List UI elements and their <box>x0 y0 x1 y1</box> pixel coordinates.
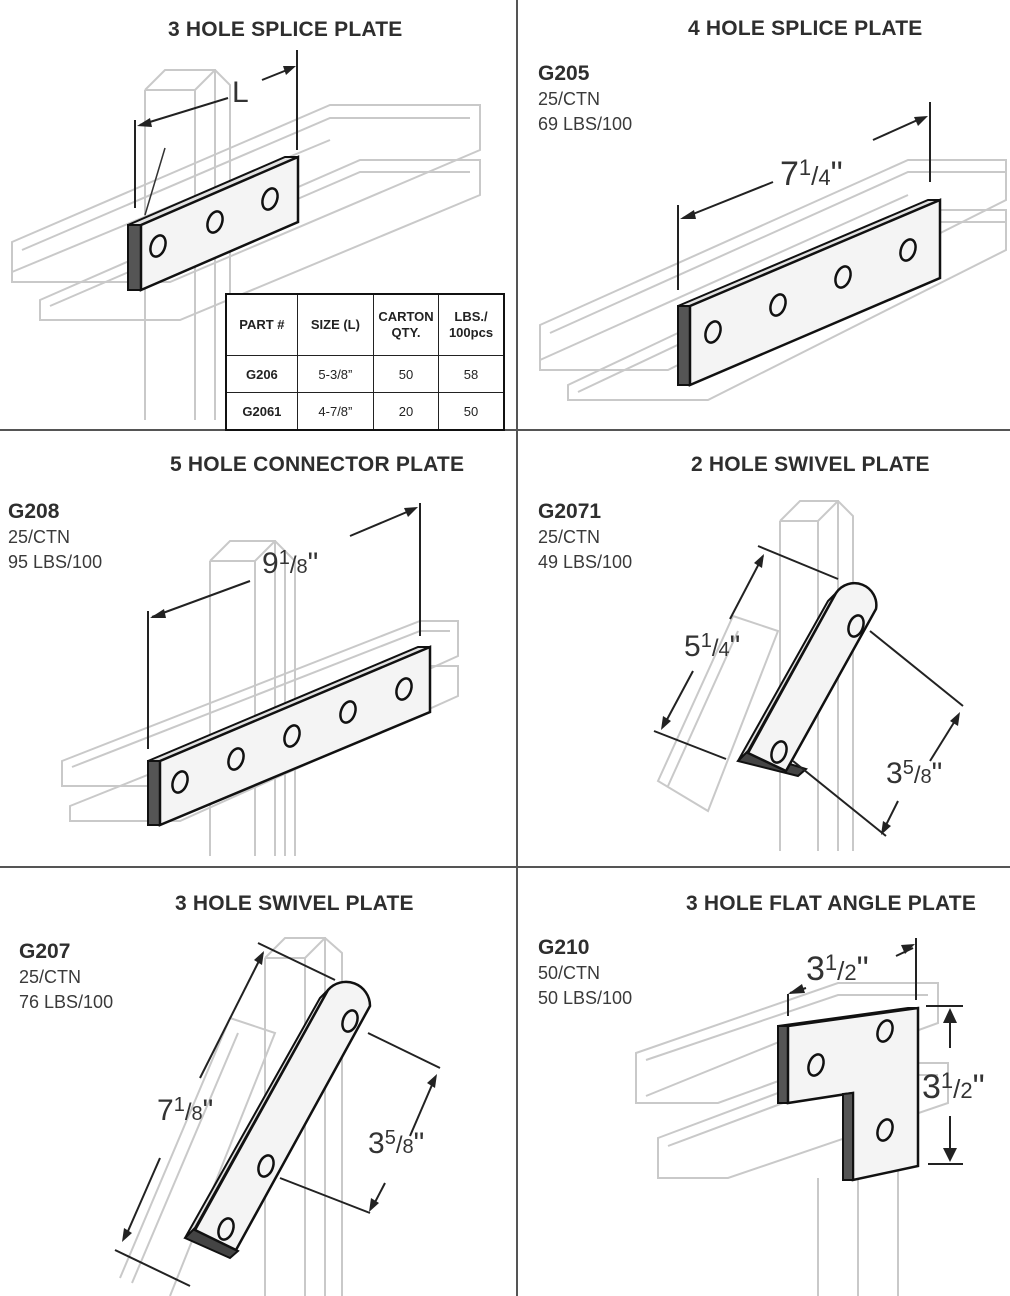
3-hole-swivel-plate-illustration: 71/8" 35/8" <box>114 937 441 1296</box>
3-hole-splice-plate-illustration: L <box>11 50 481 420</box>
col-header-size: SIZE (L) <box>296 293 375 356</box>
part-info: 25/CTN 95 LBS/100 <box>8 525 102 575</box>
section-3-hole-flat-angle-plate: 31/2" 31/2" 3 HOLE FLAT ANGLE PLATE G210… <box>518 868 1010 1296</box>
col-header-carton-qty: CARTON QTY. <box>373 293 439 356</box>
row-divider-2 <box>0 866 1010 868</box>
section-4-hole-splice-plate: 71/4" 4 HOLE SPLICE PLATE G205 25/CTN 69… <box>518 0 1010 429</box>
part-number: G210 <box>538 936 590 959</box>
3-hole-flat-angle-plate-illustration: 31/2" 31/2" <box>635 938 985 1296</box>
cell-carton: 50 <box>373 355 439 393</box>
dimension-label: 91/8" <box>262 547 318 580</box>
part-number: G208 <box>8 500 60 523</box>
dimension-label-length: 51/4" <box>684 630 740 663</box>
column-divider <box>516 0 518 1296</box>
part-info: 25/CTN 76 LBS/100 <box>19 965 113 1015</box>
section-title: 3 HOLE SWIVEL PLATE <box>175 892 414 915</box>
4-hole-splice-plate-illustration: 71/4" <box>539 102 1007 401</box>
section-title: 5 HOLE CONNECTOR PLATE <box>170 453 465 476</box>
dimension-label: 71/4" <box>780 155 843 193</box>
cell-carton: 20 <box>373 392 439 431</box>
section-title: 3 HOLE SPLICE PLATE <box>168 18 403 41</box>
cell-lbs: 58 <box>438 355 505 393</box>
part-info: 25/CTN 69 LBS/100 <box>538 87 632 137</box>
dimension-label-height: 31/2" <box>922 1068 985 1106</box>
cell-size: 4-7/8” <box>296 392 375 431</box>
carton-qty: 25/CTN <box>538 527 601 547</box>
weight: 76 LBS/100 <box>19 992 114 1012</box>
table-row: G206 5-3/8” 50 58 <box>225 355 505 393</box>
2-hole-swivel-plate-illustration: 51/4" 35/8" <box>653 500 964 851</box>
part-number: G207 <box>19 940 71 963</box>
section-title: 2 HOLE SWIVEL PLATE <box>691 453 930 476</box>
col-header-lbs: LBS./ 100pcs <box>438 293 505 356</box>
section-2-hole-swivel-plate: 51/4" 35/8" 2 HOLE SWIVEL PLATE G2071 25… <box>518 431 1010 866</box>
carton-qty: 25/CTN <box>8 527 71 547</box>
weight: 69 LBS/100 <box>538 114 633 134</box>
weight: 95 LBS/100 <box>8 552 103 572</box>
dimension-label-width: 31/2" <box>806 950 869 988</box>
carton-qty: 50/CTN <box>538 963 601 983</box>
carton-qty: 25/CTN <box>538 89 601 109</box>
dimension-label-length: 71/8" <box>157 1094 213 1127</box>
spec-table: PART # SIZE (L) CARTON QTY. LBS./ 100pcs… <box>225 293 505 431</box>
part-number: G205 <box>538 62 590 85</box>
dimension-label-l: L <box>232 76 249 109</box>
part-info: 25/CTN 49 LBS/100 <box>538 525 632 575</box>
carton-qty: 25/CTN <box>19 967 82 987</box>
table-header-row: PART # SIZE (L) CARTON QTY. LBS./ 100pcs <box>225 293 505 356</box>
row-divider-1 <box>0 429 1010 431</box>
cell-part: G206 <box>225 355 298 393</box>
weight: 49 LBS/100 <box>538 552 633 572</box>
5-hole-connector-plate-illustration: 91/8" <box>61 503 459 856</box>
part-number: G2071 <box>538 500 602 523</box>
cell-part: G2061 <box>225 392 298 431</box>
cell-size: 5-3/8” <box>296 355 375 393</box>
section-3-hole-swivel-plate: 71/8" 35/8" 3 HOLE SWIVEL PLATE G207 25/… <box>0 868 516 1296</box>
section-5-hole-connector-plate: 91/8" 5 HOLE CONNECTOR PLATE G208 25/CTN… <box>0 431 516 866</box>
section-title: 3 HOLE FLAT ANGLE PLATE <box>686 892 977 915</box>
dimension-label-hole-spacing: 35/8" <box>886 757 942 790</box>
dimension-label-hole-spacing: 35/8" <box>368 1127 424 1160</box>
weight: 50 LBS/100 <box>538 988 633 1008</box>
part-info: 50/CTN 50 LBS/100 <box>538 961 632 1011</box>
section-title: 4 HOLE SPLICE PLATE <box>688 17 923 40</box>
section-3-hole-splice-plate: L 3 HOLE SPLICE PLATE PART # SIZE (L) CA… <box>0 0 516 431</box>
col-header-part: PART # <box>225 293 298 356</box>
cell-lbs: 50 <box>438 392 505 431</box>
table-row: G2061 4-7/8” 20 50 <box>225 392 505 431</box>
